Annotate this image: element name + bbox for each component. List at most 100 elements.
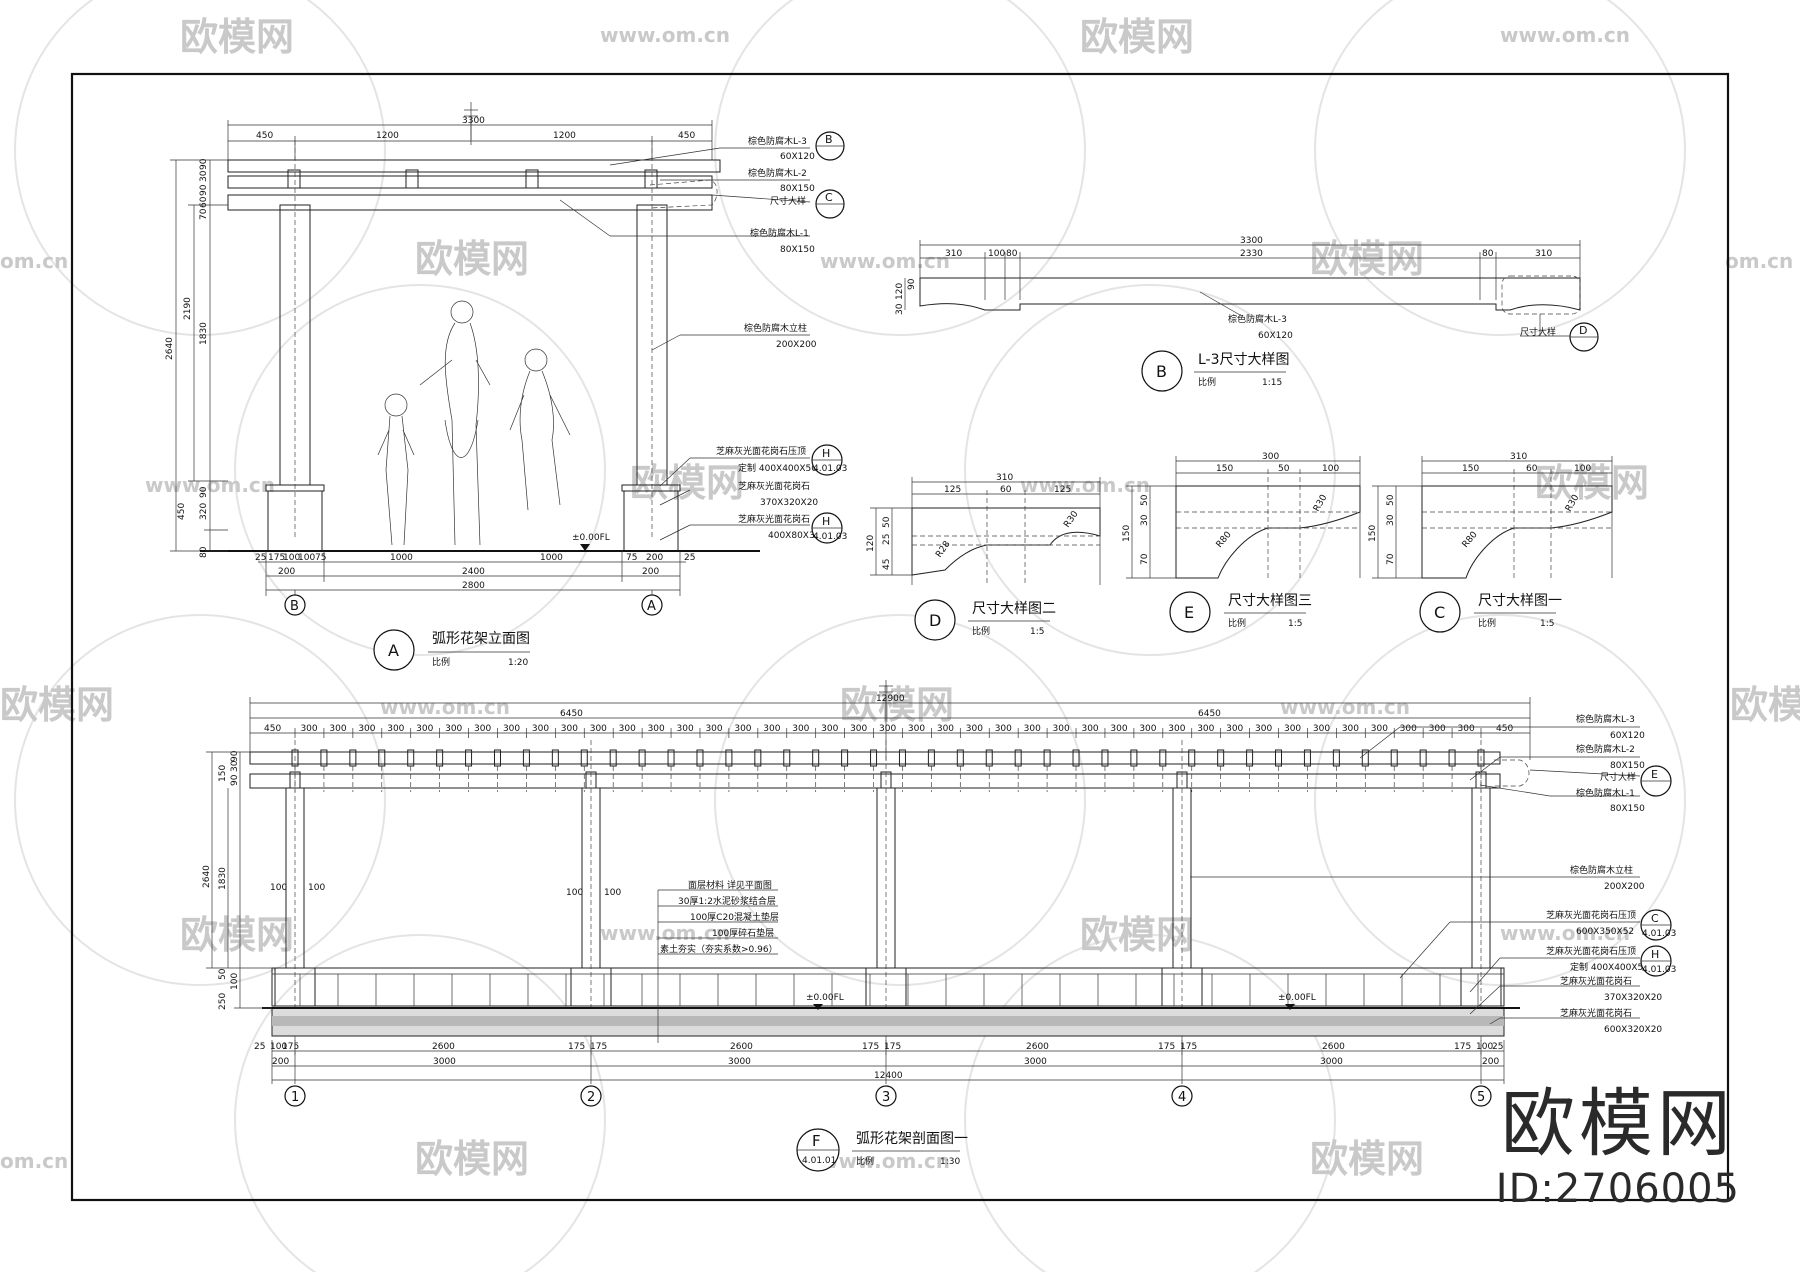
view-scale: 1:30 bbox=[940, 1157, 960, 1167]
callout-spec: 80X150 bbox=[1610, 804, 1645, 814]
callout-label: 芝麻灰光面花岗石 bbox=[1560, 975, 1632, 987]
dim-unit: 300 bbox=[1284, 724, 1301, 734]
callout-spec: 80X150 bbox=[780, 184, 815, 194]
dim-left: 50 bbox=[882, 516, 892, 528]
dim-left: 50 bbox=[1140, 494, 1150, 506]
callout-spec: 400X80X35 bbox=[768, 531, 820, 541]
dim-unit: 300 bbox=[1139, 724, 1156, 734]
dim-bottom-mid: 2400 bbox=[462, 567, 485, 577]
dim-top: 150 bbox=[1462, 464, 1479, 474]
detail-tag: C bbox=[825, 191, 833, 204]
watermark-brand: 欧模网 bbox=[180, 15, 294, 59]
dim-left: 1830 bbox=[199, 322, 209, 345]
callout-label: 芝麻灰光面花岗石压顶 bbox=[1546, 909, 1636, 921]
dim-unit: 300 bbox=[677, 724, 694, 734]
callout-label: 棕色防腐木L-3 bbox=[748, 135, 807, 147]
dim-unit: 300 bbox=[734, 724, 751, 734]
dim-bottom-detail: 175 bbox=[884, 1042, 901, 1052]
dim-bottom-total: 2800 bbox=[462, 581, 485, 591]
dim-bottom-total: 12400 bbox=[874, 1071, 903, 1081]
callout-label: 棕色防腐木L-1 bbox=[1576, 787, 1635, 799]
callout-spec: 600X320X20 bbox=[1604, 1025, 1662, 1035]
watermark-url: om.cn bbox=[1725, 249, 1793, 273]
axis-label: A bbox=[647, 599, 656, 614]
callout-label: 棕色防腐木立柱 bbox=[744, 322, 807, 334]
layer-note: 100厚碎石垫层 bbox=[712, 927, 774, 939]
scale-label: 比例 bbox=[1478, 617, 1496, 629]
callout-spec: 60X120 bbox=[780, 152, 815, 162]
dim-end: 450 bbox=[1496, 724, 1513, 734]
view-scale: 1:5 bbox=[1540, 619, 1554, 629]
dim-top: 310 bbox=[1535, 249, 1552, 259]
dim-top: 150 bbox=[1216, 464, 1233, 474]
dim-left: 30 bbox=[1140, 514, 1150, 526]
dim-unit: 300 bbox=[1197, 724, 1214, 734]
detail-ref: 4.01.03 bbox=[813, 532, 847, 542]
dim-left: 2190 bbox=[183, 297, 193, 320]
callout-spec: 200X200 bbox=[776, 340, 817, 350]
dim-left: 45 bbox=[882, 559, 892, 570]
callout-label: 棕色防腐木立柱 bbox=[1570, 864, 1633, 876]
dim-unit: 300 bbox=[995, 724, 1012, 734]
dim-bottom-detail: 100 bbox=[270, 1042, 287, 1052]
dim-unit: 300 bbox=[619, 724, 636, 734]
dim-unit: 300 bbox=[1110, 724, 1127, 734]
view-tag: E bbox=[1184, 603, 1194, 622]
view-scale: 1:20 bbox=[508, 658, 528, 668]
dim-left-small: 60 bbox=[199, 196, 209, 208]
callout-spec: 80X150 bbox=[780, 245, 815, 255]
detail-tag: D bbox=[1579, 324, 1587, 337]
dim-bottom-mid: 200 bbox=[642, 567, 659, 577]
dim-bottom-detail: 175 bbox=[1454, 1042, 1471, 1052]
dim-left: 30 bbox=[230, 760, 240, 772]
dim-bottom-detail: 75 bbox=[626, 553, 637, 563]
watermark-url: www.om.cn bbox=[820, 1149, 950, 1173]
view-scale: 1:5 bbox=[1288, 619, 1302, 629]
dim-total: 310 bbox=[1510, 452, 1527, 462]
dim-unit: 300 bbox=[937, 724, 954, 734]
watermark-brand: 欧模网 bbox=[840, 683, 954, 727]
joist-row bbox=[291, 749, 1485, 792]
watermark-url: www.om.cn bbox=[1280, 695, 1410, 719]
dim-left-small: 90 bbox=[199, 184, 209, 196]
watermark-brand: 欧模网 bbox=[415, 237, 529, 281]
dim-left: 120 bbox=[866, 535, 876, 552]
dim-left: 450 bbox=[177, 503, 187, 520]
dim-unit: 300 bbox=[503, 724, 520, 734]
dim-left: 2640 bbox=[165, 337, 175, 360]
view-title: 弧形花架剖面图一 bbox=[856, 1131, 968, 1147]
dim-bottom-detail: 100 bbox=[283, 553, 300, 563]
dim-bottom-detail: 175 bbox=[268, 553, 285, 563]
dim-post: 100 bbox=[566, 888, 583, 898]
dim-left: 150 bbox=[1122, 525, 1132, 542]
axis-label: 3 bbox=[882, 1090, 890, 1105]
dim-bottom-detail: 200 bbox=[646, 553, 663, 563]
dim-top: 310 bbox=[945, 249, 962, 259]
dim-bottom-detail: 100 bbox=[1476, 1042, 1493, 1052]
view-title: 尺寸大样图二 bbox=[972, 601, 1056, 617]
view-e-detail: 300 150 50 100 150 50 30 70 R80 R30 E 尺寸… bbox=[1122, 452, 1361, 633]
dim-top: 50 bbox=[1278, 464, 1290, 474]
dim-total: 300 bbox=[1262, 452, 1279, 462]
dim-unit: 300 bbox=[1081, 724, 1098, 734]
dim-unit: 300 bbox=[908, 724, 925, 734]
layer-note: 30厚1:2水泥砂浆结合层 bbox=[678, 895, 776, 907]
watermark-brand: 欧模网 bbox=[180, 913, 294, 957]
dim-unit: 300 bbox=[1024, 724, 1041, 734]
dim-bottom-detail: 2600 bbox=[1026, 1042, 1049, 1052]
callout-label: 棕色防腐木L-3 bbox=[1576, 713, 1635, 725]
dim-half: 6450 bbox=[560, 709, 583, 719]
axis-label: 4 bbox=[1178, 1090, 1186, 1105]
dim-top: 1200 bbox=[553, 131, 576, 141]
detail-tag: H bbox=[1651, 948, 1659, 961]
dim-left: 250 bbox=[218, 993, 228, 1010]
axis-label: 2 bbox=[587, 1090, 595, 1105]
callout-label: 芝麻灰光面花岗石 bbox=[738, 480, 810, 492]
dim-bottom-detail: 25 bbox=[254, 1042, 265, 1052]
dim-unit: 300 bbox=[416, 724, 433, 734]
callout-spec: 600X350X52 bbox=[1576, 927, 1634, 937]
watermark-url: www.om.cn bbox=[1020, 473, 1150, 497]
dim-top: 80 bbox=[1482, 249, 1494, 259]
radius-label: R80 bbox=[1215, 530, 1234, 550]
